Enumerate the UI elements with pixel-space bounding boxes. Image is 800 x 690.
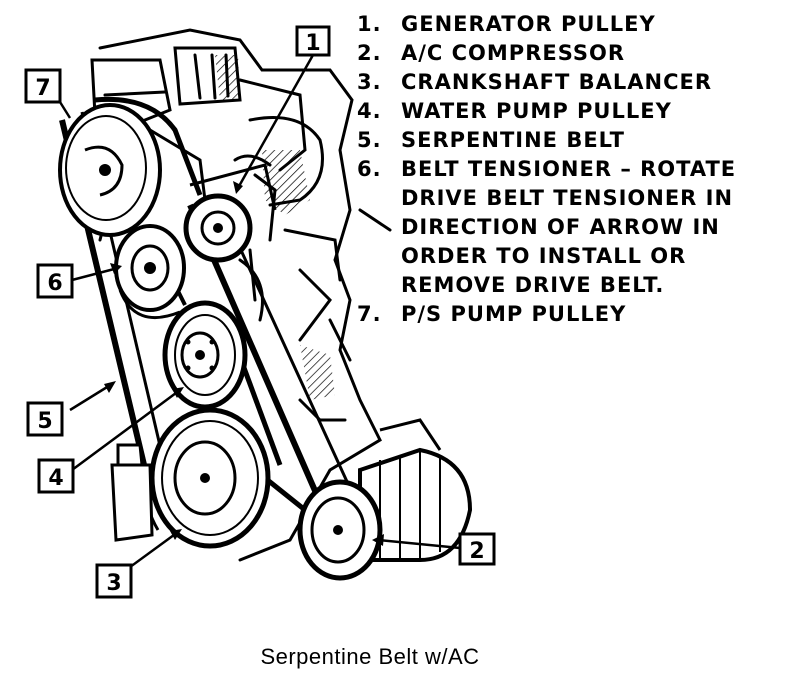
svg-text:1: 1: [305, 31, 320, 56]
callout-3: 3: [95, 563, 133, 599]
legend-item-2: 2.A/C COMPRESSOR: [357, 41, 626, 65]
svg-text:5: 5: [37, 409, 52, 434]
callout-1: 1: [295, 25, 331, 57]
svg-text:6: 6: [47, 271, 62, 296]
legend-item-5: 5.SERPENTINE BELT: [357, 128, 625, 152]
crankshaft-balancer: [144, 407, 271, 549]
legend-item-7: 7.P/S PUMP PULLEY: [357, 302, 627, 326]
legend-item-3: 3.CRANKSHAFT BALANCER: [357, 70, 713, 94]
callout-4: 4: [37, 458, 75, 494]
legend-item-4: 4.WATER PUMP PULLEY: [357, 99, 672, 123]
water-pump-pulley: [162, 300, 248, 410]
ps-pump-pulley: [58, 103, 162, 237]
svg-text:7: 7: [35, 76, 50, 101]
svg-text:2: 2: [469, 539, 484, 564]
callout-6: 6: [36, 263, 74, 299]
svg-text:3: 3: [106, 571, 121, 596]
leader-arrowheads: [104, 181, 384, 546]
legend-item-6: 6.BELT TENSIONER – ROTATE DRIVE BELT TEN…: [357, 157, 737, 297]
ac-compressor: [297, 418, 473, 581]
oil-filter: [110, 443, 154, 542]
belt-tensioner: [114, 224, 186, 320]
generator-pulley: [183, 163, 277, 263]
callout-7: 7: [24, 68, 62, 104]
diagram-caption: Serpentine Belt w/AC: [260, 644, 480, 669]
callout-2: 2: [458, 532, 496, 566]
svg-text:4: 4: [48, 466, 63, 491]
callout-5: 5: [26, 401, 64, 437]
legend-item-1: 1.GENERATOR PULLEY: [357, 12, 656, 36]
parts-legend: 1.GENERATOR PULLEY 2.A/C COMPRESSOR 3.CR…: [357, 10, 797, 329]
